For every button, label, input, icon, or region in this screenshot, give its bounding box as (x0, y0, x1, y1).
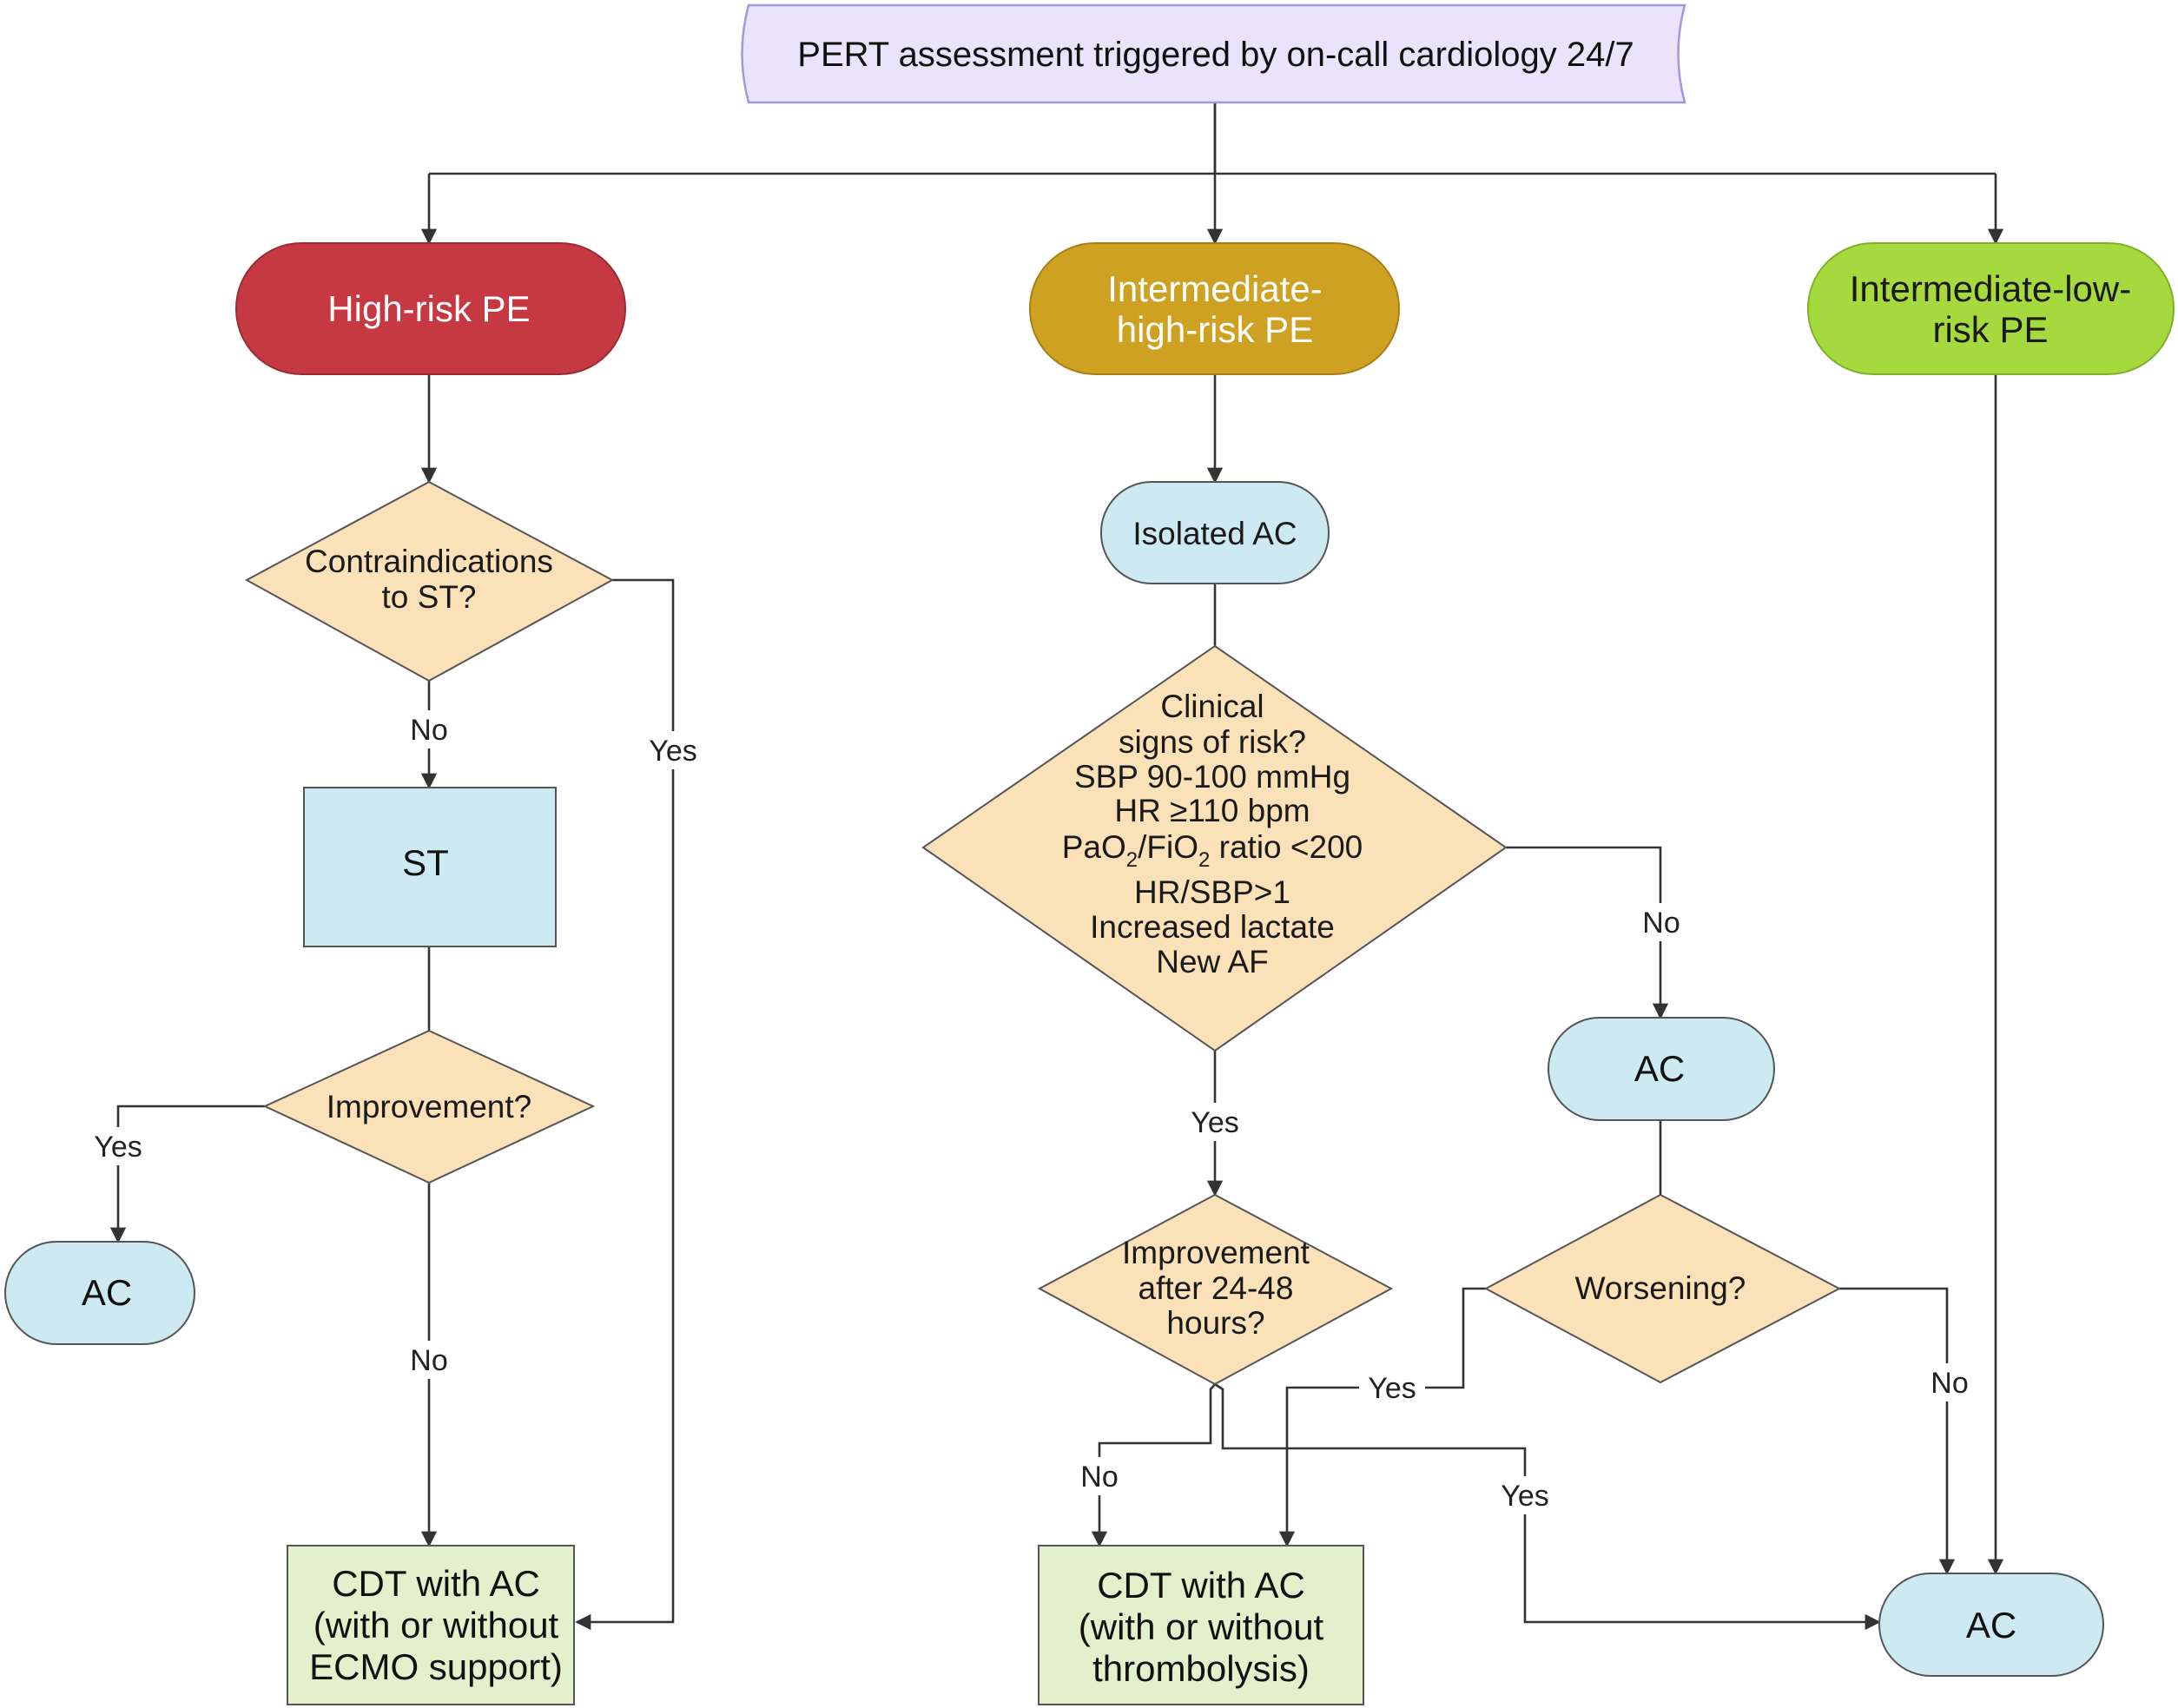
improvement-24-48-decision: Improvement after 24-48 hours? (1037, 1193, 1394, 1386)
edge-clinical-no (1506, 846, 1669, 1019)
edge-worsening-yes (1278, 1287, 1486, 1547)
inthigh-cdt-outcome: CDT with AC (with or without thrombolysi… (1038, 1545, 1364, 1705)
header-label: PERT assessment triggered by on-call car… (797, 36, 1634, 74)
improvement24-line1: Improvement (1122, 1235, 1310, 1270)
improvement24-line3: hours? (1166, 1305, 1264, 1341)
isolated-ac-node: Isolated AC (1100, 481, 1330, 584)
edge-labels: No Yes Yes No No Yes Yes No No Yes (85, 710, 1982, 1514)
clinical-line4: HR ≥110 bpm (1114, 793, 1310, 828)
contraindications-line2: to ST? (382, 579, 477, 615)
clinical-pao2-fio2: PaO2/FiO2 ratio <200 (1062, 829, 1363, 872)
clinical-line1: Clinical (1160, 689, 1264, 724)
fio2-subscript: 2 (1198, 848, 1210, 872)
label-contraindications-yes: Yes (649, 735, 696, 768)
edge-improvement-yes (109, 1105, 265, 1243)
high-risk-node: High-risk PE (235, 242, 626, 375)
high-risk-label: High-risk PE (327, 288, 530, 329)
intermediate-low-label-line2: risk PE (1932, 309, 2048, 350)
isolated-ac-label: Isolated AC (1132, 516, 1297, 551)
label-clinical-no: No (1642, 907, 1680, 940)
inthigh-cdt-line2: (with or without (1079, 1606, 1324, 1647)
label-worsening-no: No (1930, 1367, 1968, 1400)
improvement24-line2: after 24-48 (1138, 1270, 1294, 1306)
intermediate-low-risk-node: Intermediate-low- risk PE (1807, 242, 2175, 375)
intermediate-high-label-line2: high-risk PE (1117, 309, 1313, 350)
connectors (109, 102, 2004, 1631)
label-clinical-yes: Yes (1191, 1106, 1238, 1139)
label-improvement24-no: No (1080, 1461, 1118, 1494)
st-process: ST (303, 787, 557, 947)
worsening-decision: Worsening? (1483, 1193, 1842, 1384)
label-contraindications-no: No (410, 714, 447, 747)
high-cdt-line2: (with or without (314, 1605, 559, 1645)
intermediate-low-label-line1: Intermediate-low- (1850, 268, 2131, 309)
inthigh-cdt-line3: thrombolysis) (1092, 1648, 1310, 1689)
contraindications-decision: Contraindications to ST? (244, 480, 615, 683)
pao2-text: PaO (1062, 829, 1126, 865)
header-shape (741, 3, 1686, 104)
final-ac-label: AC (1966, 1605, 2016, 1645)
clinical-line7: Increased lactate (1090, 909, 1335, 945)
high-ac-node: AC (4, 1241, 195, 1345)
clinical-line2: signs of risk? (1119, 724, 1306, 760)
high-cdt-outcome: CDT with AC (with or without ECMO suppor… (287, 1545, 575, 1705)
edge-contraindications-yes (575, 578, 675, 1631)
high-ac-label: AC (82, 1272, 132, 1313)
inthigh-ac-label: AC (1634, 1048, 1685, 1089)
label-improvement24-yes: Yes (1501, 1480, 1548, 1513)
intermediate-high-label-line1: Intermediate- (1107, 268, 1322, 309)
clinical-line6: HR/SBP>1 (1134, 874, 1290, 910)
high-cdt-line1: CDT with AC (332, 1563, 540, 1604)
inthigh-cdt-line1: CDT with AC (1097, 1565, 1305, 1606)
final-ac-node: AC (1878, 1573, 2104, 1677)
edge-improvement24-yes (1214, 1382, 1881, 1631)
ratio-text: ratio <200 (1210, 829, 1363, 865)
fio2-text: /FiO (1138, 829, 1198, 865)
high-cdt-line3: ECMO support) (309, 1646, 563, 1687)
pao2-subscript: 2 (1126, 848, 1138, 872)
clinical-line3: SBP 90-100 mmHg (1074, 759, 1350, 795)
st-label: ST (402, 842, 449, 883)
header-node: PERT assessment triggered by on-call car… (741, 3, 1686, 104)
edge-worsening-no (1839, 1287, 1956, 1575)
label-improvement-no: No (410, 1344, 447, 1377)
contraindications-line1: Contraindications (305, 544, 553, 579)
intermediate-high-risk-node: Intermediate- high-risk PE (1029, 242, 1400, 375)
inthigh-ac-node: AC (1548, 1017, 1775, 1121)
label-improvement-yes: Yes (94, 1131, 142, 1164)
label-worsening-yes: Yes (1368, 1372, 1416, 1405)
clinical-line8: New AF (1156, 944, 1269, 979)
worsening-label: Worsening? (1575, 1270, 1746, 1306)
improvement-decision: Improvement? (262, 1029, 596, 1184)
improvement-label: Improvement? (327, 1089, 532, 1124)
clinical-signs-decision: Clinical signs of risk? SBP 90-100 mmHg … (921, 644, 1508, 1052)
